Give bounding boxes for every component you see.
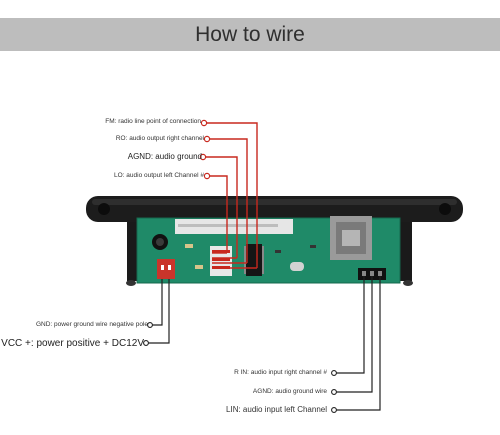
circuit-board	[136, 216, 401, 284]
label-rin: R IN: audio input right channel #	[234, 369, 327, 376]
main-chip	[246, 244, 262, 276]
wire-fm	[204, 122, 258, 268]
wire-lin	[336, 276, 381, 411]
power-connector	[157, 259, 175, 279]
terminal-ro	[203, 135, 211, 143]
output-terminals	[199, 119, 211, 180]
label-lo: LO: audio output left Channel #	[114, 172, 204, 179]
label-vcc: VCC +: power positive + DC12V	[1, 338, 144, 349]
label-agnd-bottom: AGND: audio ground wire	[252, 388, 327, 395]
terminal-gnd	[147, 322, 153, 328]
page-title: How to wire	[195, 22, 305, 46]
wire-agnd-bottom	[336, 276, 373, 393]
terminal-lin	[331, 407, 337, 413]
wire-agnd-top	[203, 156, 238, 258]
title-banner: How to wire	[0, 18, 500, 51]
mounting-bracket-right	[400, 215, 413, 286]
power-wires	[148, 279, 170, 344]
label-agnd-top: AGND: audio ground	[127, 152, 202, 161]
output-wires	[203, 122, 258, 269]
terminal-agnd-bottom	[331, 389, 337, 395]
wire-gnd	[152, 279, 163, 326]
crystal	[290, 262, 304, 271]
label-ro: RO: audio output right channel	[115, 135, 204, 142]
front-panel	[86, 196, 463, 222]
input-wires	[336, 276, 381, 411]
wire-rin	[336, 276, 365, 374]
input-terminals	[331, 370, 337, 413]
label-gnd: GND: power ground wire negative pole	[35, 321, 148, 328]
terminal-vcc	[143, 340, 149, 346]
label-lin: LIN: audio input left Channel	[226, 405, 327, 414]
label-fm: FM: radio line point of connection	[105, 118, 201, 125]
terminal-lo	[203, 172, 211, 180]
terminal-agnd-top	[199, 153, 207, 161]
wire-vcc	[148, 279, 170, 344]
terminal-fm	[200, 119, 208, 127]
mounting-bracket-left	[126, 215, 139, 286]
wire-ro	[207, 138, 248, 263]
wire-lo	[207, 175, 228, 253]
power-terminals	[143, 322, 153, 346]
terminal-rin	[331, 370, 337, 376]
